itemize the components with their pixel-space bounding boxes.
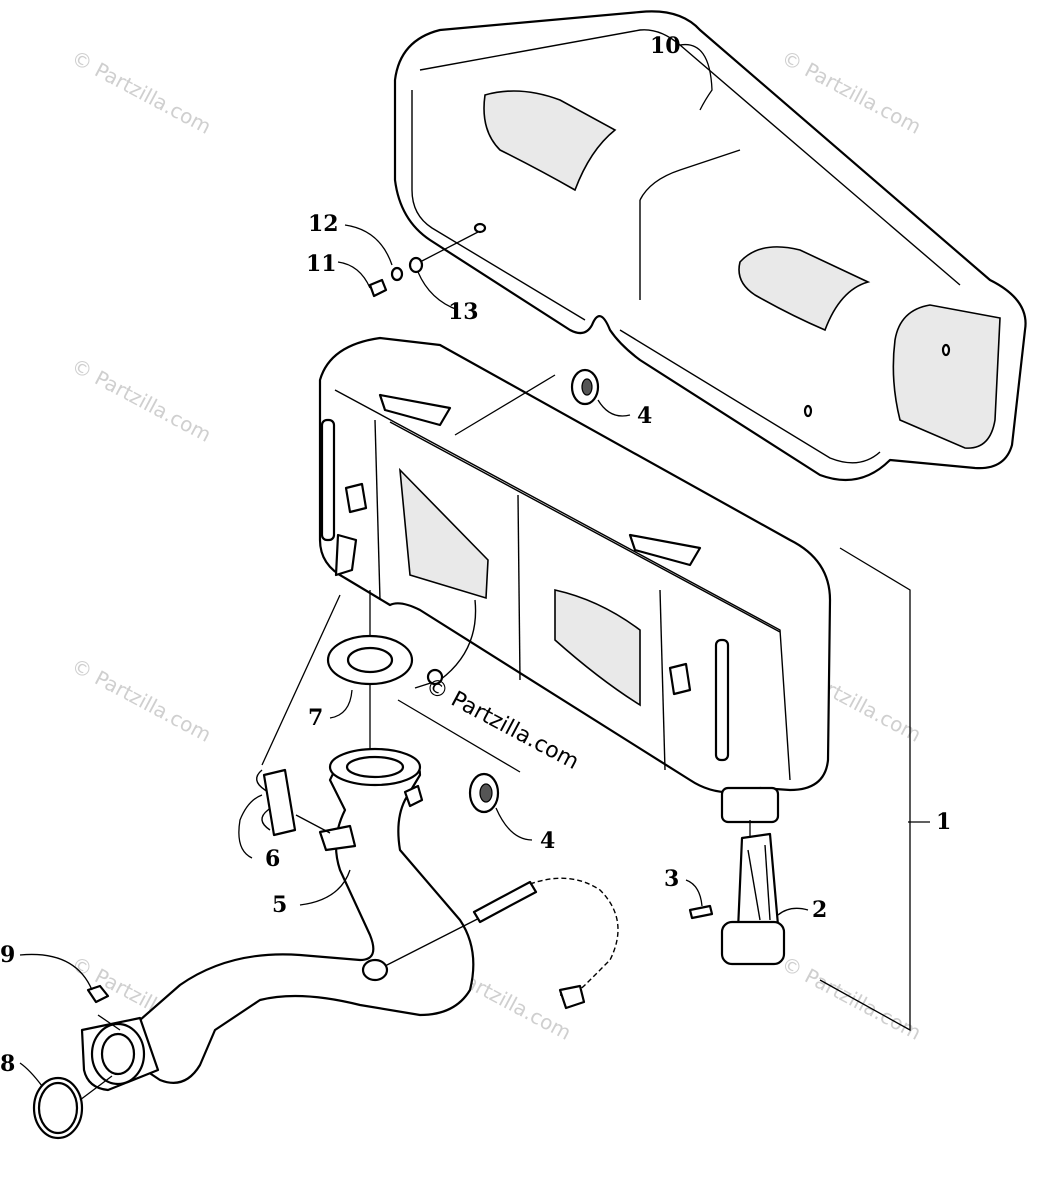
watermark: © Partzilla.com xyxy=(68,653,216,747)
callout-labels: 1 2 3 4 4 5 6 7 8 9 10 11 12 13 xyxy=(0,33,951,1077)
gasket-part-7[interactable] xyxy=(326,590,414,750)
callout-11[interactable]: 11 xyxy=(306,251,337,277)
heat-shield-part-10[interactable] xyxy=(393,10,1027,482)
head-pipe-part-5[interactable] xyxy=(80,747,506,1092)
grommet-part-4-upper[interactable] xyxy=(454,368,600,436)
callout-4-lower[interactable]: 4 xyxy=(540,828,555,854)
muffler-part-1[interactable] xyxy=(318,336,832,824)
callout-6[interactable]: 6 xyxy=(265,846,280,872)
callout-1[interactable]: 1 xyxy=(936,809,951,835)
callout-2[interactable]: 2 xyxy=(812,897,827,923)
callout-4-upper[interactable]: 4 xyxy=(637,403,652,429)
callout-12[interactable]: 12 xyxy=(308,211,339,237)
watermark: © Partzilla.com xyxy=(68,353,216,447)
callout-3[interactable]: 3 xyxy=(664,866,679,892)
nut-part-9[interactable] xyxy=(86,984,121,1031)
grommet-part-4-lower[interactable] xyxy=(397,699,521,814)
callout-7[interactable]: 7 xyxy=(308,705,323,731)
callout-9[interactable]: 9 xyxy=(0,942,15,968)
gasket-ring-part-8[interactable] xyxy=(32,1075,113,1140)
callout-8[interactable]: 8 xyxy=(0,1051,15,1077)
spark-arrestor-part-2[interactable] xyxy=(720,820,786,966)
watermark: © Partzilla.com xyxy=(68,45,216,139)
spring-part-6[interactable] xyxy=(256,594,341,837)
leader-lines xyxy=(19,43,930,1087)
callout-13[interactable]: 13 xyxy=(448,299,479,325)
screw-part-3[interactable] xyxy=(688,904,714,920)
callout-5[interactable]: 5 xyxy=(272,892,287,918)
fastener-parts-11-12-13[interactable] xyxy=(368,231,479,298)
sensor-wire[interactable] xyxy=(472,877,619,1010)
callout-10[interactable]: 10 xyxy=(650,33,681,59)
assembly-bracket-1 xyxy=(819,547,911,1032)
